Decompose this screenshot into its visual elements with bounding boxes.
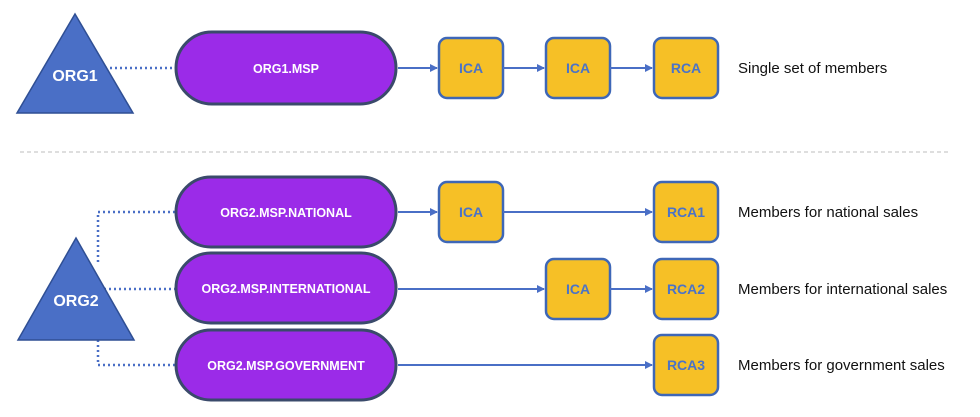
org2-international-ica-label: ICA (566, 281, 590, 297)
org2-group: ORG2 ORG2.MSP.NATIONAL ICA RCA1 Members … (16, 175, 947, 402)
org2-msp-label-international: ORG2.MSP.INTERNATIONAL (202, 282, 371, 296)
org1-rca-box (652, 36, 720, 100)
org1-msp-label: ORG1.MSP (253, 62, 319, 76)
org1-triangle (15, 12, 135, 114)
org2-msp-pill-national (174, 175, 398, 249)
org2-msp-pill-international (174, 251, 398, 325)
org2-dotted-connector-government (96, 340, 176, 367)
org2-government-description: Members for government sales (738, 357, 945, 374)
org2-government-rca-box (652, 333, 720, 397)
org2-dotted-connector-national (96, 210, 176, 262)
org1-rca-label: RCA (671, 60, 701, 76)
org2-msp-label-national: ORG2.MSP.NATIONAL (220, 206, 352, 220)
org1-group: ORG1 ORG1.MSP ICA ICA RCA Single set of … (15, 12, 887, 114)
org2-label: ORG2 (53, 293, 98, 310)
org1-description: Single set of members (738, 60, 887, 77)
org2-national-rca-box (652, 180, 720, 244)
org2-international-rca-box (652, 257, 720, 321)
org2-msp-pill-government (174, 328, 398, 402)
org2-national-ica-label: ICA (459, 204, 483, 220)
org2-national-description: Members for national sales (738, 204, 918, 221)
org1-msp-pill (174, 30, 398, 106)
org2-triangle (16, 236, 136, 341)
org1-ica-label-1: ICA (459, 60, 483, 76)
org2-msp-label-government: ORG2.MSP.GOVERNMENT (207, 359, 365, 373)
org2-international-rca-label: RCA2 (667, 281, 705, 297)
org1-label: ORG1 (52, 68, 97, 85)
org2-national-rca-label: RCA1 (667, 204, 705, 220)
org2-government-rca-label: RCA3 (667, 357, 705, 373)
org2-international-description: Members for international sales (738, 281, 947, 298)
org1-ica-label-2: ICA (566, 60, 590, 76)
